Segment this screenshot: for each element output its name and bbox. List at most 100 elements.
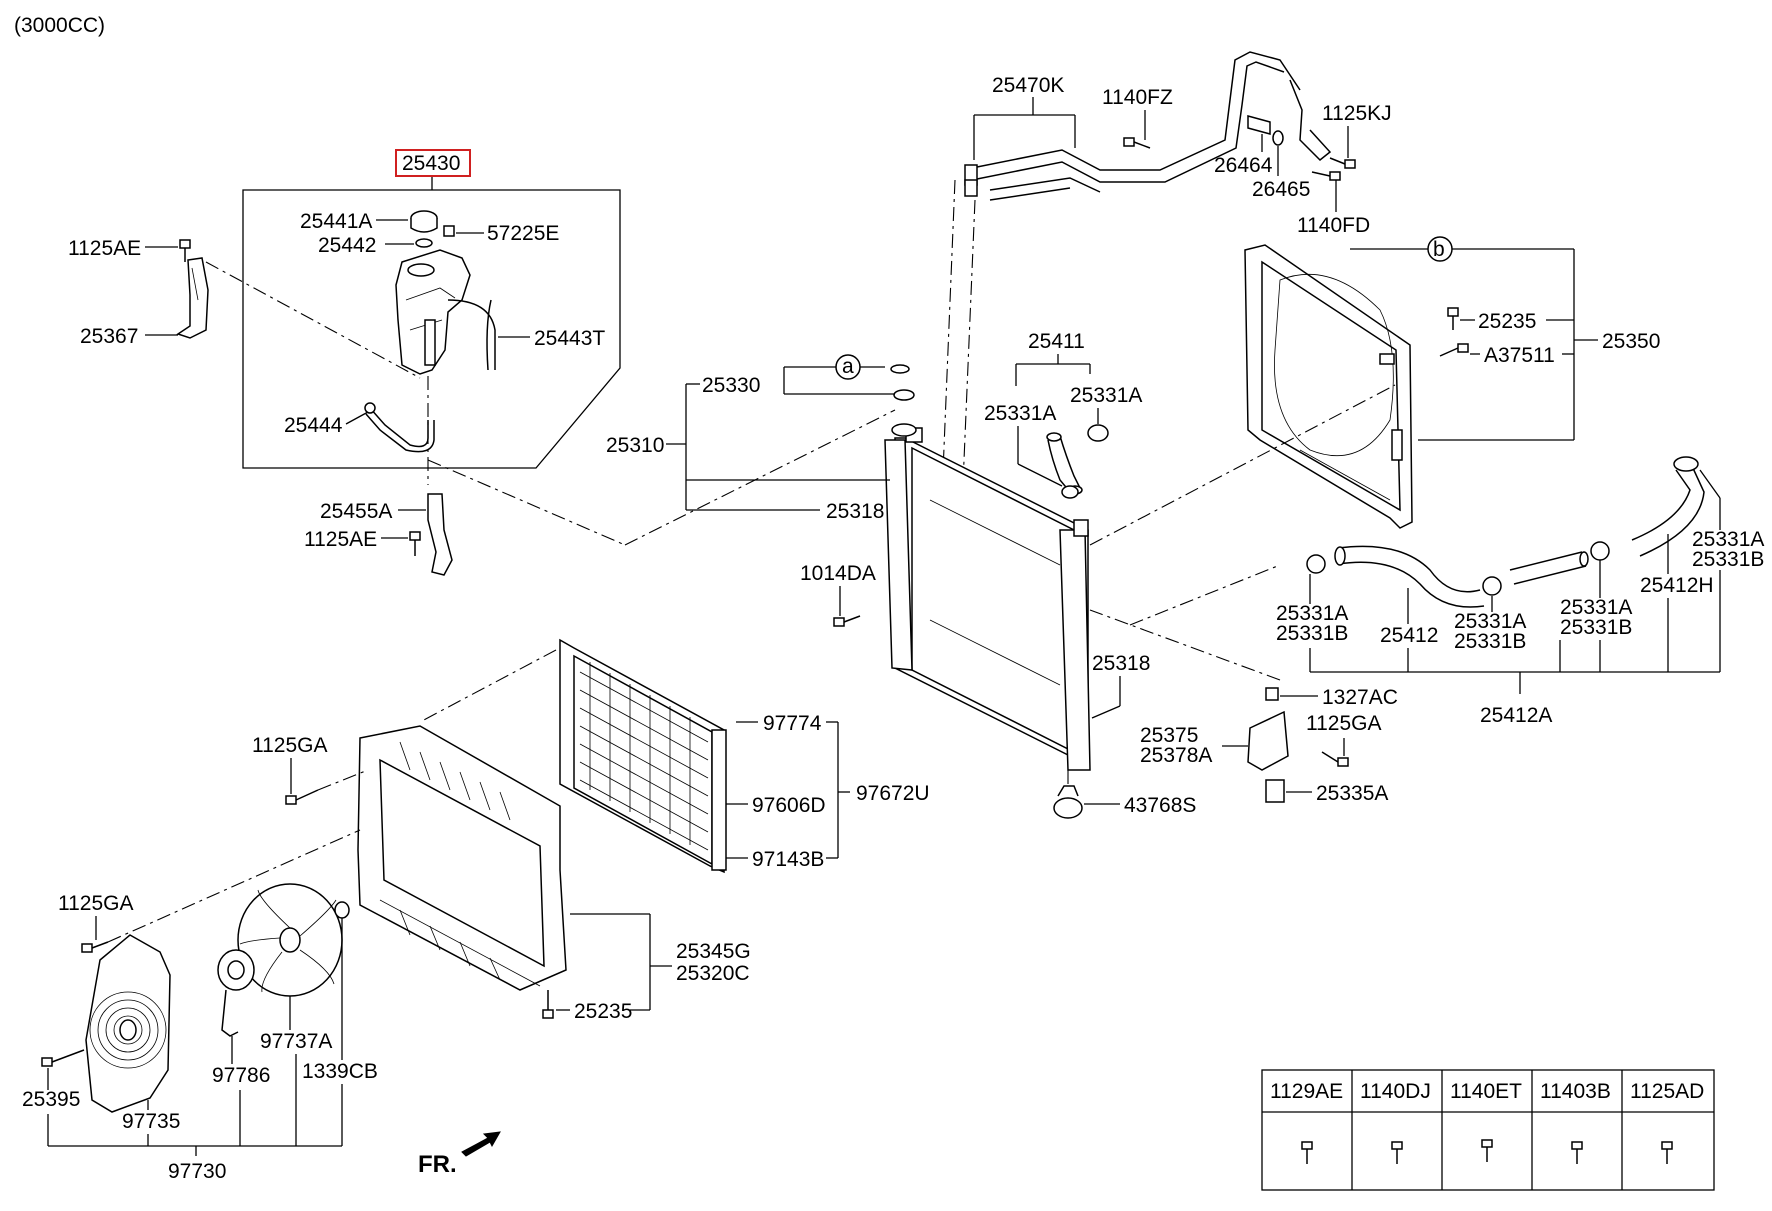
label-1327AC[interactable]: 1327AC: [1322, 686, 1398, 709]
label-97143B[interactable]: 97143B: [752, 848, 824, 871]
label-25335A[interactable]: 25335A: [1316, 782, 1388, 805]
fan-motor-97786: [217, 949, 255, 1037]
label-25350[interactable]: 25350: [1602, 330, 1660, 353]
label-25412A[interactable]: 25412A: [1480, 704, 1552, 727]
overflow-tube: [447, 299, 496, 370]
label-25412[interactable]: 25412: [1380, 624, 1438, 647]
fitting-26464: [1247, 115, 1271, 135]
label-1125GA-left[interactable]: 1125GA: [58, 892, 134, 915]
label-25331B-5[interactable]: 25331B: [1454, 630, 1526, 653]
label-25320C[interactable]: 25320C: [676, 962, 750, 985]
front-direction-arrow: FR.: [418, 1131, 501, 1178]
radiator-cap[interactable]: [891, 423, 917, 437]
label-26465[interactable]: 26465: [1252, 178, 1310, 201]
label-1140FZ[interactable]: 1140FZ: [1102, 86, 1173, 109]
label-25330[interactable]: 25330: [702, 374, 760, 397]
label-25331A-5[interactable]: 25331A: [1454, 610, 1526, 633]
reservoir-bracket-25455A: [427, 493, 453, 576]
label-97730[interactable]: 97730: [168, 1160, 226, 1183]
label-25443T[interactable]: 25443T: [534, 327, 605, 350]
label-97737A[interactable]: 97737A: [260, 1030, 332, 1053]
label-25318-top[interactable]: 25318: [826, 500, 884, 523]
nut-1339CB: [334, 901, 350, 919]
label-25444[interactable]: 25444: [284, 414, 343, 437]
reservoir-bracket-25367: [176, 257, 209, 339]
engine-note: (3000CC): [14, 14, 105, 37]
svg-text:a: a: [842, 355, 854, 378]
label-1014DA[interactable]: 1014DA: [800, 562, 876, 585]
hose-clamp-a: [1087, 424, 1109, 442]
cap-gasket: [890, 364, 910, 374]
label-25331A-1[interactable]: 25331A: [984, 402, 1056, 425]
label-25367[interactable]: 25367: [80, 325, 138, 348]
label-1125GA-right[interactable]: 1125GA: [1306, 712, 1382, 735]
label-97672U[interactable]: 97672U: [856, 782, 930, 805]
bolt-25395: [41, 1049, 85, 1067]
label-25331B-3[interactable]: 25331B: [1692, 548, 1764, 571]
label-25235-bottom[interactable]: 25235: [574, 1000, 632, 1023]
label-25441A[interactable]: 25441A: [300, 210, 372, 233]
label-25318-right[interactable]: 25318: [1092, 652, 1150, 675]
insulator-43768S: [1053, 785, 1083, 819]
fastener-col-5: 1125AD: [1630, 1080, 1704, 1103]
label-1125AE-bottom[interactable]: 1125AE: [304, 528, 377, 551]
bolt-1125AE-bottom: [409, 531, 421, 556]
label-25378A[interactable]: 25378A: [1140, 744, 1212, 767]
bolt-1327AC: [1265, 687, 1279, 701]
label-25455A[interactable]: 25455A: [320, 500, 392, 523]
label-25411[interactable]: 25411: [1028, 330, 1085, 353]
bolt-25235-bottom: [542, 990, 554, 1019]
label-97606D[interactable]: 97606D: [752, 794, 826, 817]
hose-clip: [443, 225, 455, 237]
bolt-25235-shroud: [1447, 307, 1459, 330]
washer-26465: [1272, 130, 1284, 146]
label-1140FD[interactable]: 1140FD: [1297, 214, 1370, 237]
label-25310[interactable]: 25310: [606, 434, 664, 457]
bolt-1125GA-left: [81, 941, 109, 953]
bolt-1140FZ: [1123, 137, 1151, 149]
radiator-assembly: [884, 427, 1091, 771]
hose-25412H: [1631, 456, 1705, 557]
label-25470K[interactable]: 25470K: [992, 74, 1064, 97]
fastener-col-3: 1140ET: [1450, 1080, 1522, 1103]
label-97774[interactable]: 97774: [763, 712, 822, 735]
label-1125KJ[interactable]: 1125KJ: [1322, 102, 1392, 125]
label-1339CB[interactable]: 1339CB: [302, 1060, 378, 1083]
lower-hose-25412: [1334, 545, 1485, 608]
label-25442[interactable]: 25442: [318, 234, 376, 257]
label-43768S[interactable]: 43768S: [1124, 794, 1196, 817]
label-57225E[interactable]: 57225E: [487, 222, 559, 245]
ac-condenser-97606D: [559, 638, 727, 874]
fan-shroud-25350: [1244, 244, 1413, 529]
label-25331B-6[interactable]: 25331B: [1276, 622, 1348, 645]
upper-hose-25411: [1046, 432, 1083, 495]
label-A37511[interactable]: A37511: [1484, 344, 1555, 367]
fastener-table: 1129AE 1140DJ 1140ET 11403B 1125AD: [1261, 1069, 1715, 1191]
label-25331A-6[interactable]: 25331A: [1276, 602, 1348, 625]
label-26464[interactable]: 26464: [1214, 154, 1273, 177]
label-25331A-3[interactable]: 25331A: [1692, 528, 1764, 551]
label-25375[interactable]: 25375: [1140, 724, 1198, 747]
bolt-icon: [1301, 1139, 1673, 1164]
insulator-25335A: [1265, 779, 1285, 803]
callout-b: b: [1427, 236, 1453, 262]
label-97735[interactable]: 97735: [122, 1110, 180, 1133]
label-25412H[interactable]: 25412H: [1640, 574, 1714, 597]
label-25345G[interactable]: 25345G: [676, 940, 751, 963]
label-25395[interactable]: 25395: [22, 1088, 80, 1111]
label-1125GA-mid[interactable]: 1125GA: [252, 734, 328, 757]
label-25331A-2[interactable]: 25331A: [1070, 384, 1142, 407]
highlight-box-25430: [395, 149, 471, 177]
bolt-1014DA: [833, 615, 861, 627]
label-97786[interactable]: 97786: [212, 1064, 270, 1087]
pipe-25412A: [1509, 551, 1589, 585]
label-1125AE-top[interactable]: 1125AE: [68, 237, 141, 260]
label-25331B-4[interactable]: 25331B: [1560, 616, 1632, 639]
label-25430[interactable]: 25430: [402, 152, 460, 175]
callout-a: a: [835, 354, 861, 380]
label-25235-top[interactable]: 25235: [1478, 310, 1536, 333]
label-25331A-4[interactable]: 25331A: [1560, 596, 1632, 619]
fan-shroud-97735: [85, 934, 171, 1113]
reservoir-cap[interactable]: [410, 210, 438, 233]
